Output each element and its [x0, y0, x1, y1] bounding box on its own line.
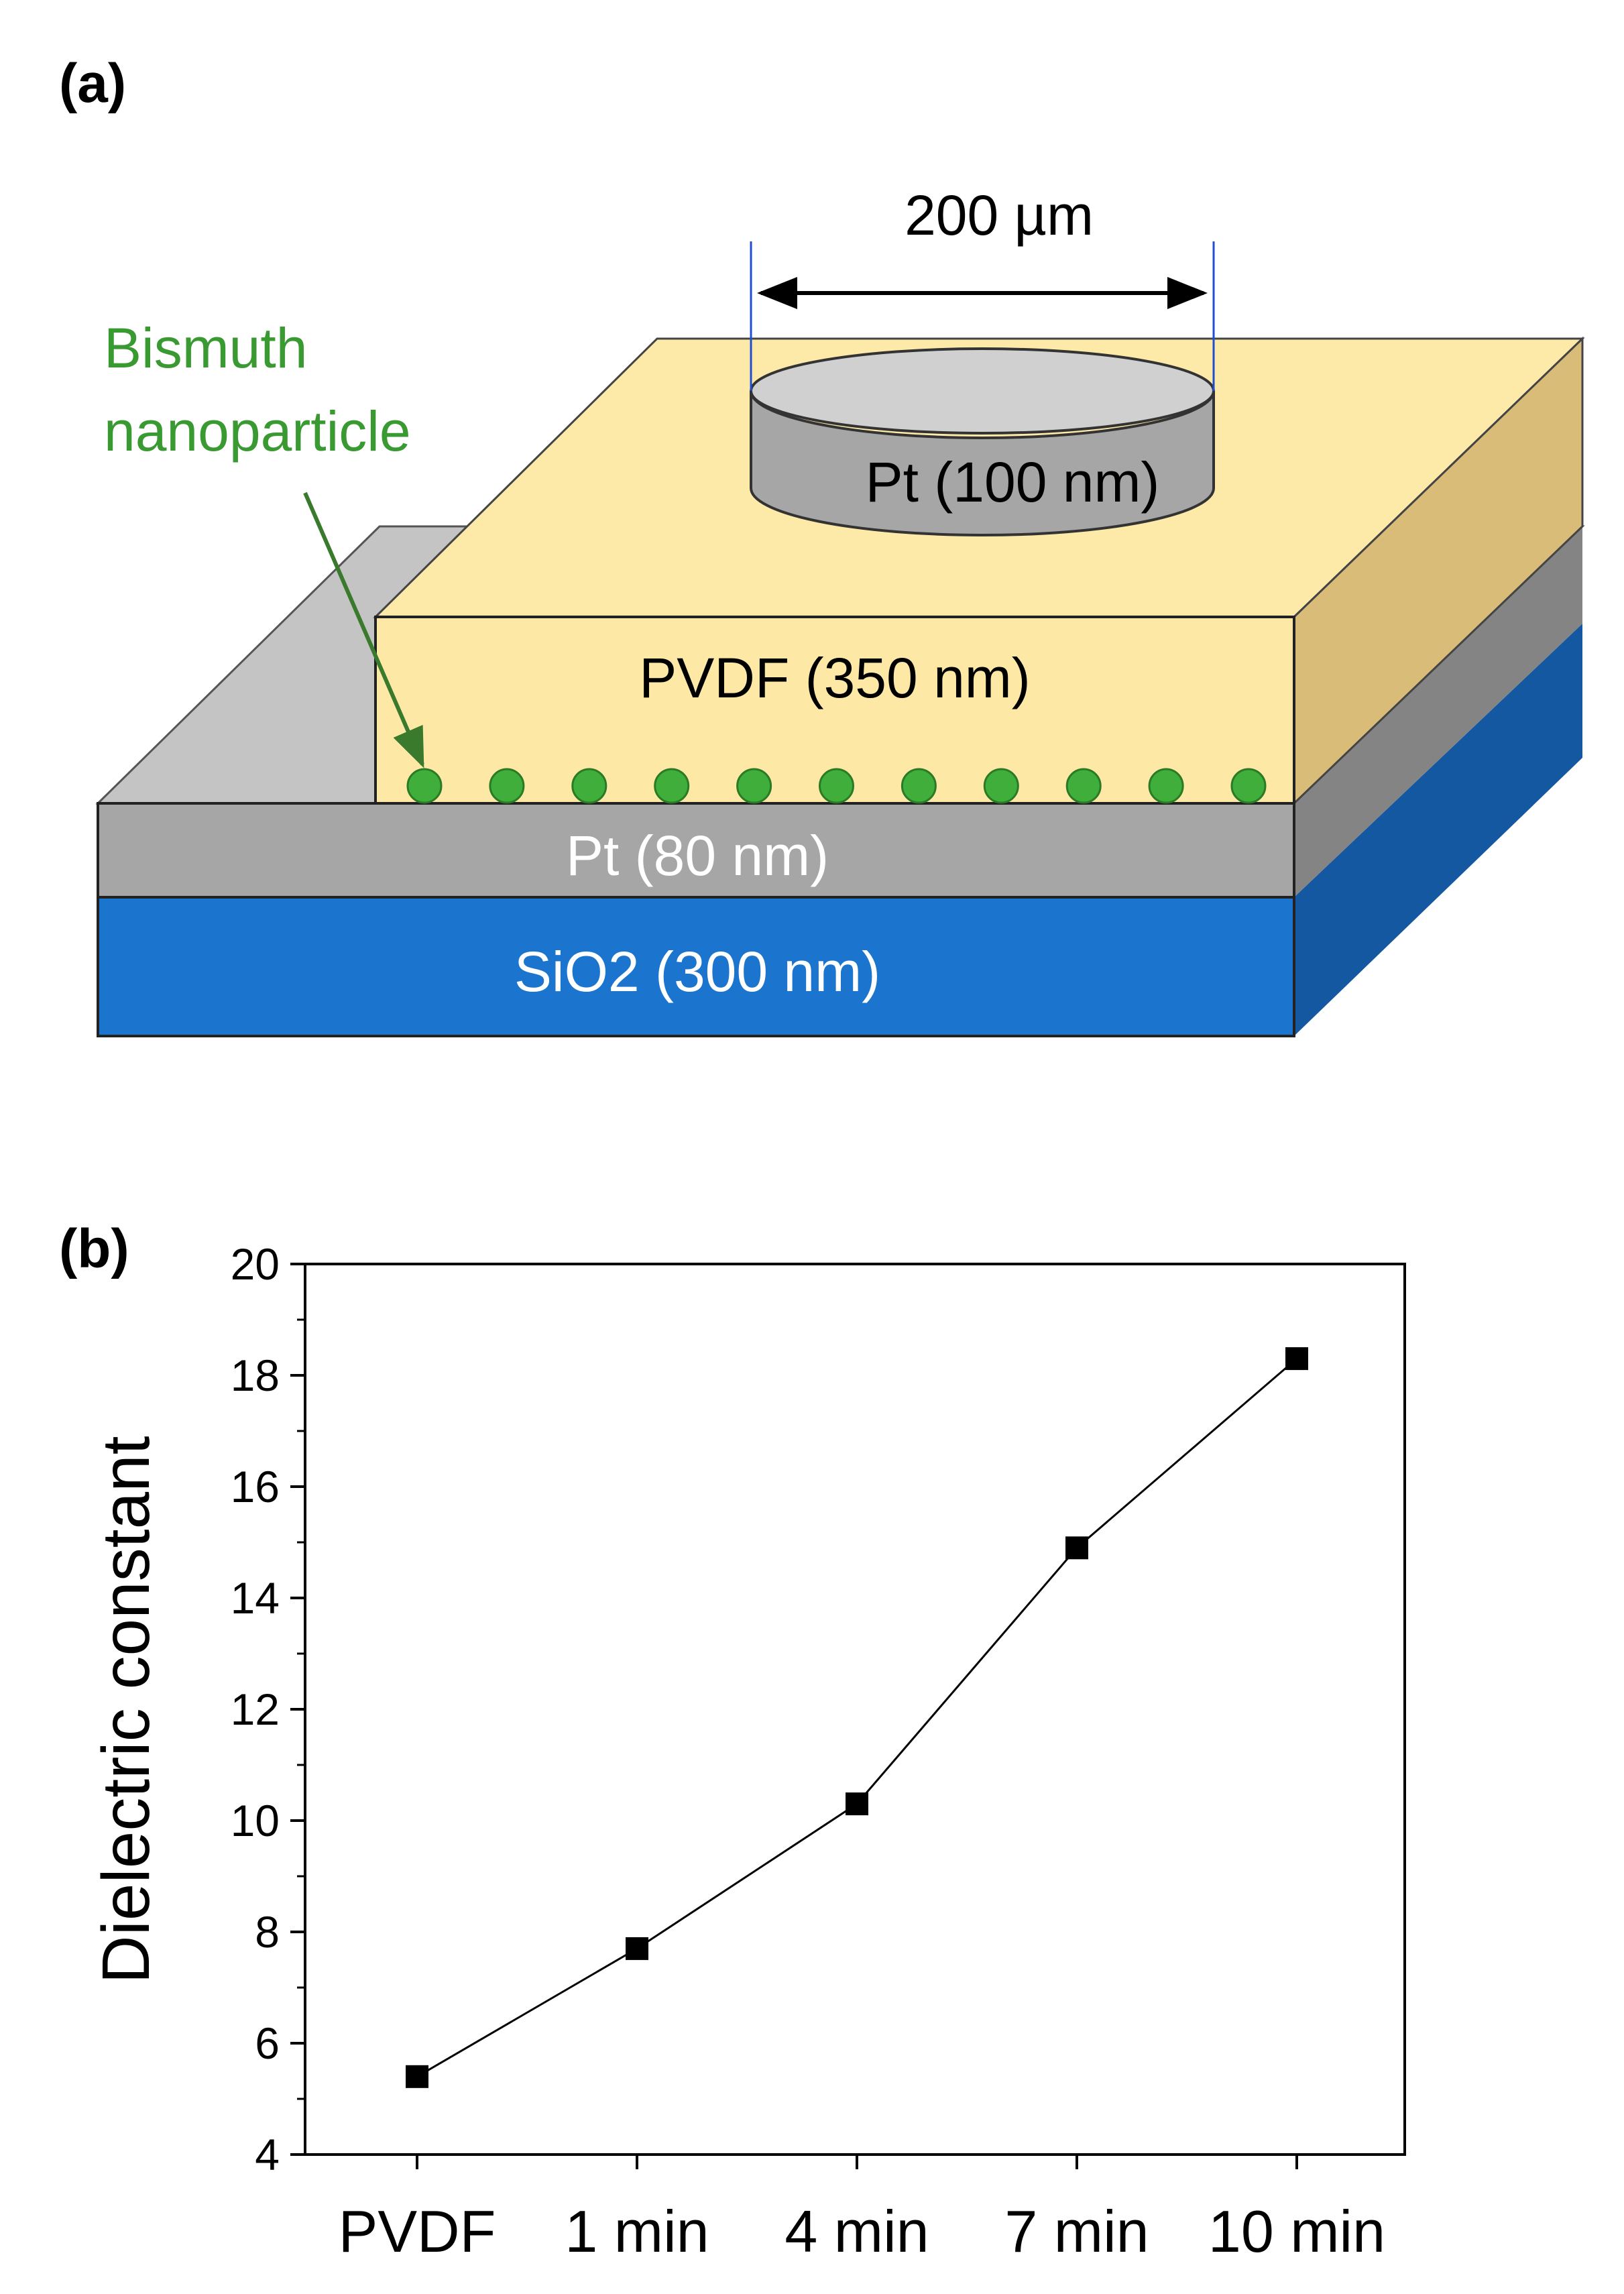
nanoparticle: [1230, 768, 1267, 804]
data-point-marker: [846, 1792, 868, 1816]
sio2-layer-front: [97, 896, 1295, 1037]
y-axis-label: Dielectric constant: [89, 1436, 164, 1984]
x-tick-label: 7 min: [1004, 2198, 1149, 2264]
x-tick-label: 1 min: [565, 2198, 709, 2264]
nanoparticle: [406, 768, 443, 804]
nanoparticle-pointer-arrow: [303, 492, 424, 768]
nanoparticle: [1148, 768, 1184, 804]
bottom-pt-label: Pt (80 nm): [566, 824, 829, 887]
nanoparticle: [654, 768, 690, 804]
panel-a: (a) 200 µm Pt (100 nm) PVDF (350 nm) Pt: [59, 53, 1585, 1037]
data-point-marker: [406, 2065, 428, 2088]
y-tick-label: 14: [231, 1573, 280, 1623]
y-tick-label: 12: [231, 1684, 280, 1734]
data-point-marker: [626, 1937, 648, 1960]
nanoparticle: [983, 768, 1019, 804]
pt-electrode-side: [750, 390, 1215, 536]
nanoparticle: [901, 768, 937, 804]
dimension-label: 200 µm: [905, 184, 1094, 247]
sio2-layer-side: [1294, 624, 1582, 1036]
y-tick-label: 20: [231, 1239, 280, 1289]
x-tick-label: 4 min: [785, 2198, 929, 2264]
x-tick-label: 10 min: [1208, 2198, 1385, 2264]
data-point-marker: [1065, 1536, 1088, 1560]
nanoparticle-label-line2: nanoparticle: [104, 400, 411, 463]
sio2-label: SiO2 (300 nm): [514, 940, 880, 1003]
dimension-indicator: 200 µm: [750, 184, 1215, 391]
plot-area: [304, 1263, 1406, 2156]
nanoparticle: [489, 768, 525, 804]
pt-layer-front: [97, 802, 1295, 899]
y-tick-label: 18: [231, 1351, 280, 1400]
nanoparticle: [571, 768, 607, 804]
pt-layer-side: [1294, 526, 1582, 897]
panel-a-label: (a): [59, 53, 126, 114]
y-tick-label: 10: [231, 1796, 280, 1845]
data-point-marker: [1285, 1347, 1308, 1371]
nanoparticle: [819, 768, 854, 804]
panel-b: (b) 4 6 8 10 12 14 16 18 20 PVDF 1 min 4 min 7 min 1…: [59, 1218, 1406, 2264]
pvdf-label: PVDF (350 nm): [639, 646, 1031, 709]
y-tick-label: 6: [255, 2018, 280, 2068]
x-tick-label: PVDF: [339, 2198, 496, 2264]
y-tick-label: 8: [255, 1907, 280, 1957]
nanoparticle-annotation: Bismuth nanoparticle: [104, 317, 424, 768]
pt-electrode-top: [750, 347, 1215, 435]
panel-b-label: (b): [59, 1218, 129, 1279]
series-line: [416, 1357, 1297, 2078]
data-series: [406, 1347, 1308, 2088]
nanoparticle-label-line1: Bismuth: [104, 317, 307, 380]
y-tick-label: 16: [231, 1462, 280, 1511]
y-axis: 4 6 8 10 12 14 16 18 20: [231, 1239, 305, 2179]
nanoparticle: [736, 768, 772, 804]
nanoparticle-row: [406, 768, 1267, 804]
electrode-label: Pt (100 nm): [866, 451, 1160, 514]
nanoparticle: [1065, 768, 1102, 804]
y-tick-label: 4: [255, 2130, 280, 2179]
x-axis: PVDF 1 min 4 min 7 min 10 min: [339, 2155, 1385, 2264]
